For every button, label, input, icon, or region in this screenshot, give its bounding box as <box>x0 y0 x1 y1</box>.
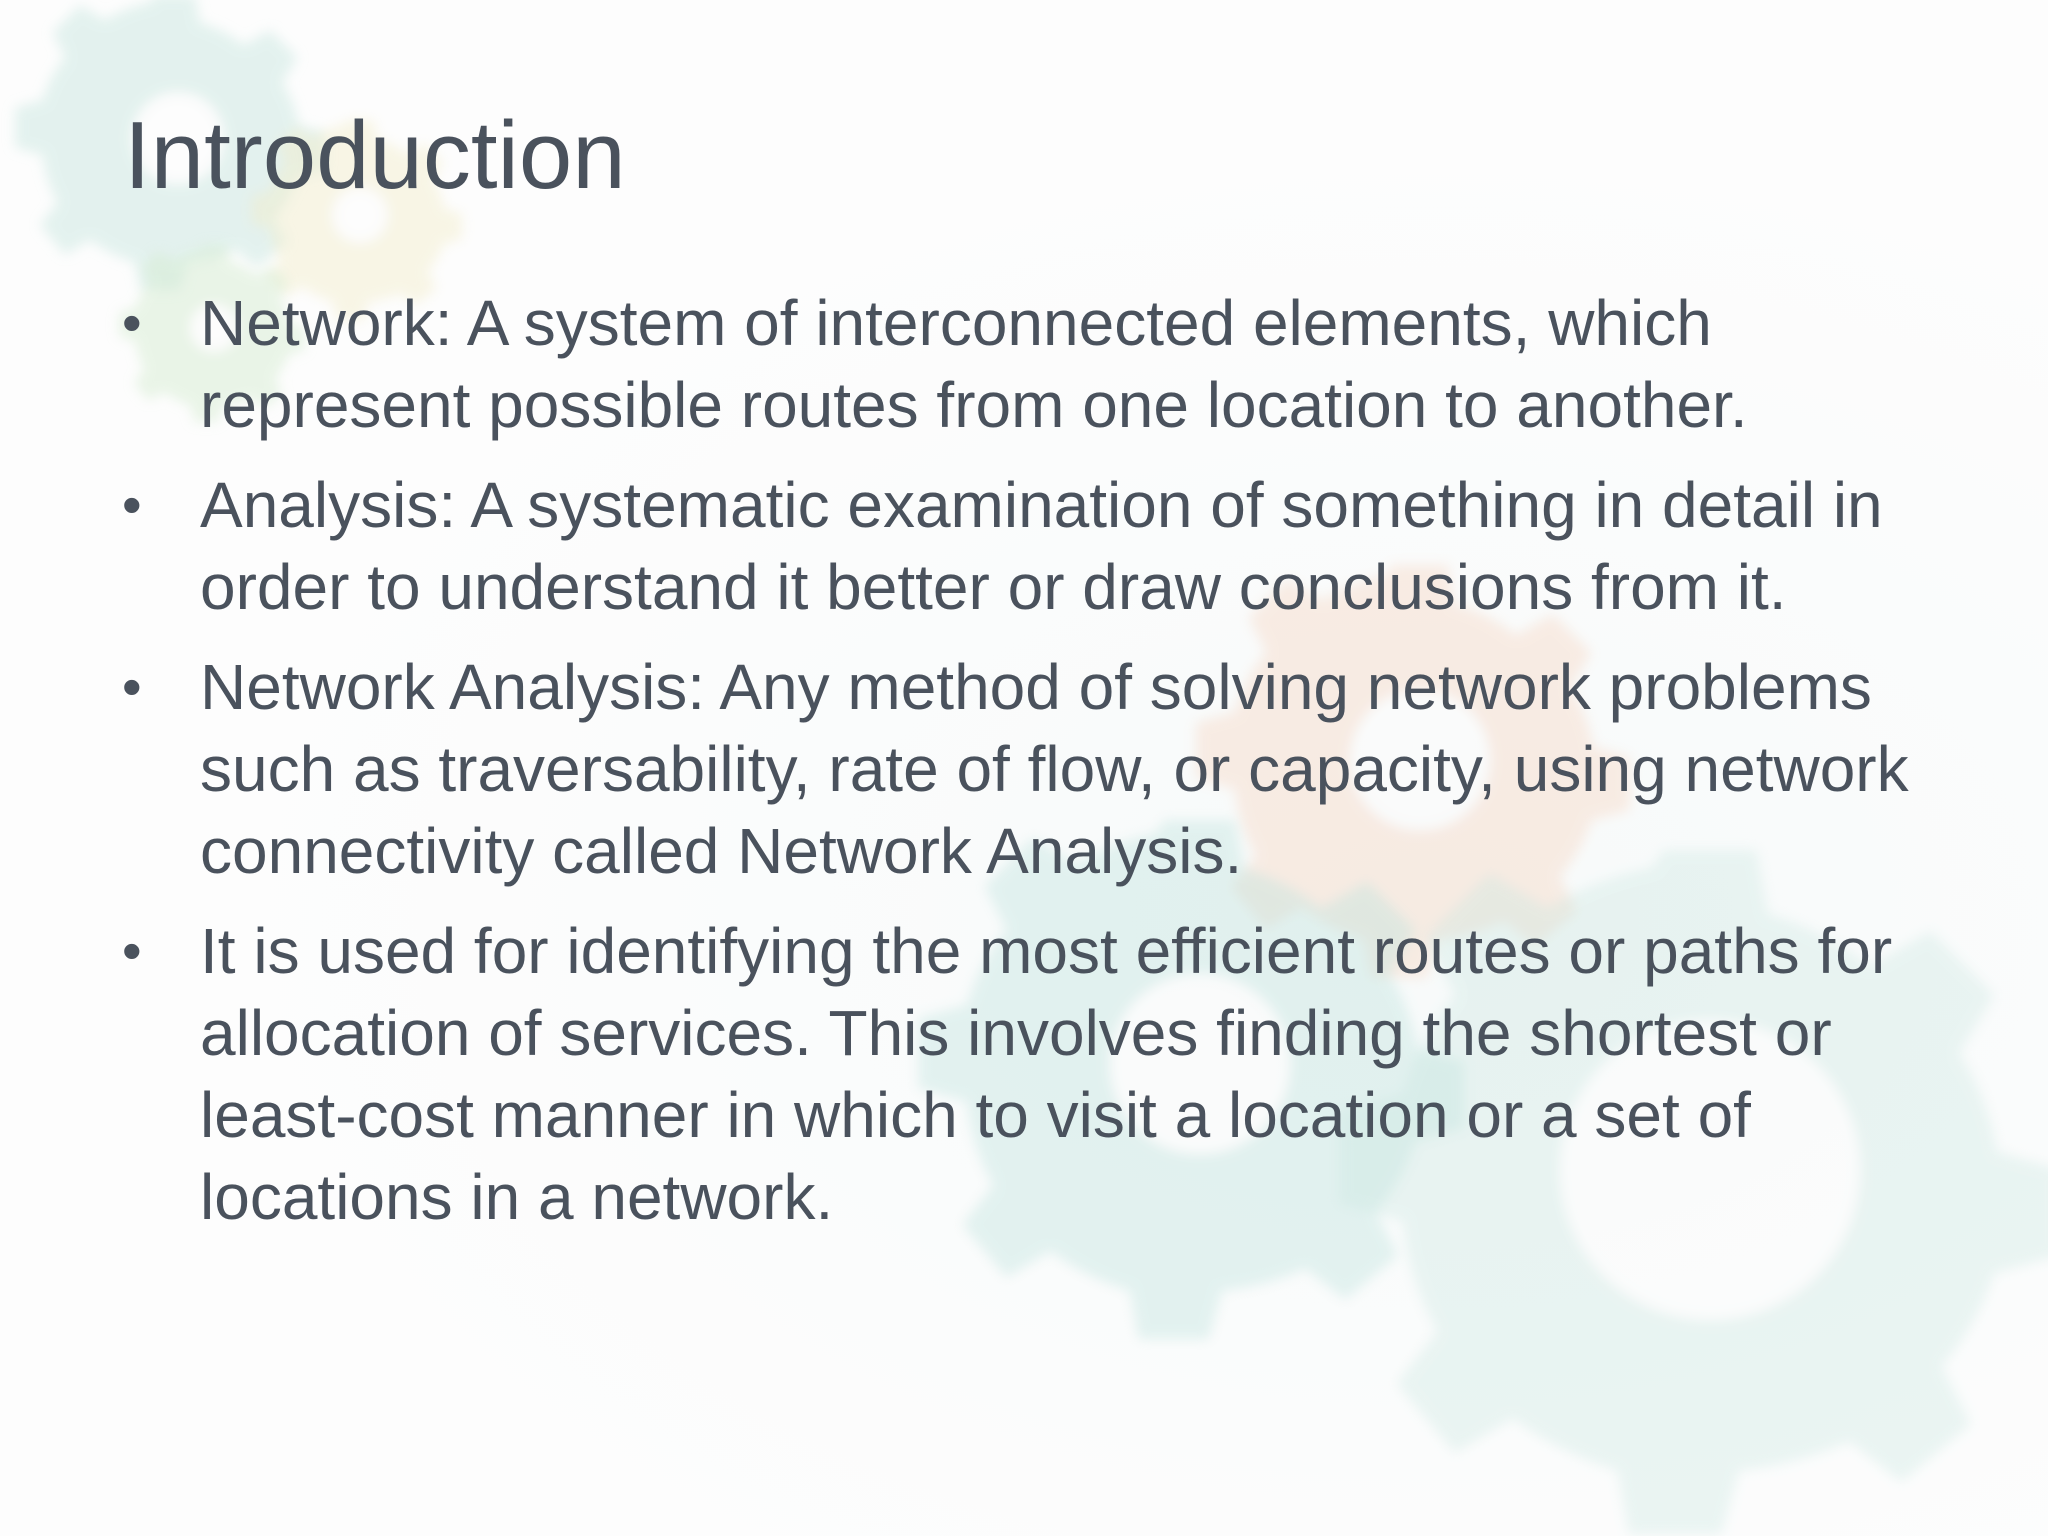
list-item: • Analysis: A systematic examination of … <box>120 464 1960 628</box>
bullet-text: It is used for identifying the most effi… <box>200 915 1893 1233</box>
list-item: • Network Analysis: Any method of solvin… <box>120 646 1960 892</box>
bullet-icon: • <box>122 655 142 718</box>
gear-icon <box>1338 850 2048 1535</box>
slide-title: Introduction <box>124 102 626 209</box>
bullet-icon: • <box>122 291 142 354</box>
list-item: • Network: A system of interconnected el… <box>120 282 1960 446</box>
bullet-text: Network Analysis: Any method of solving … <box>200 651 1909 887</box>
gear-icon <box>1196 565 1630 978</box>
bullet-text: Network: A system of interconnected elem… <box>200 287 1748 441</box>
gear-icon <box>251 120 462 321</box>
list-item: • It is used for identifying the most ef… <box>120 910 1960 1238</box>
bullet-text: Analysis: A systematic examination of so… <box>200 469 1883 623</box>
bullet-icon: • <box>122 473 142 536</box>
bullet-list: • Network: A system of interconnected el… <box>120 282 1960 1256</box>
gear-icon <box>15 0 325 290</box>
gear-icon <box>119 245 305 422</box>
gear-icon <box>918 820 1464 1340</box>
bullet-icon: • <box>122 919 142 982</box>
